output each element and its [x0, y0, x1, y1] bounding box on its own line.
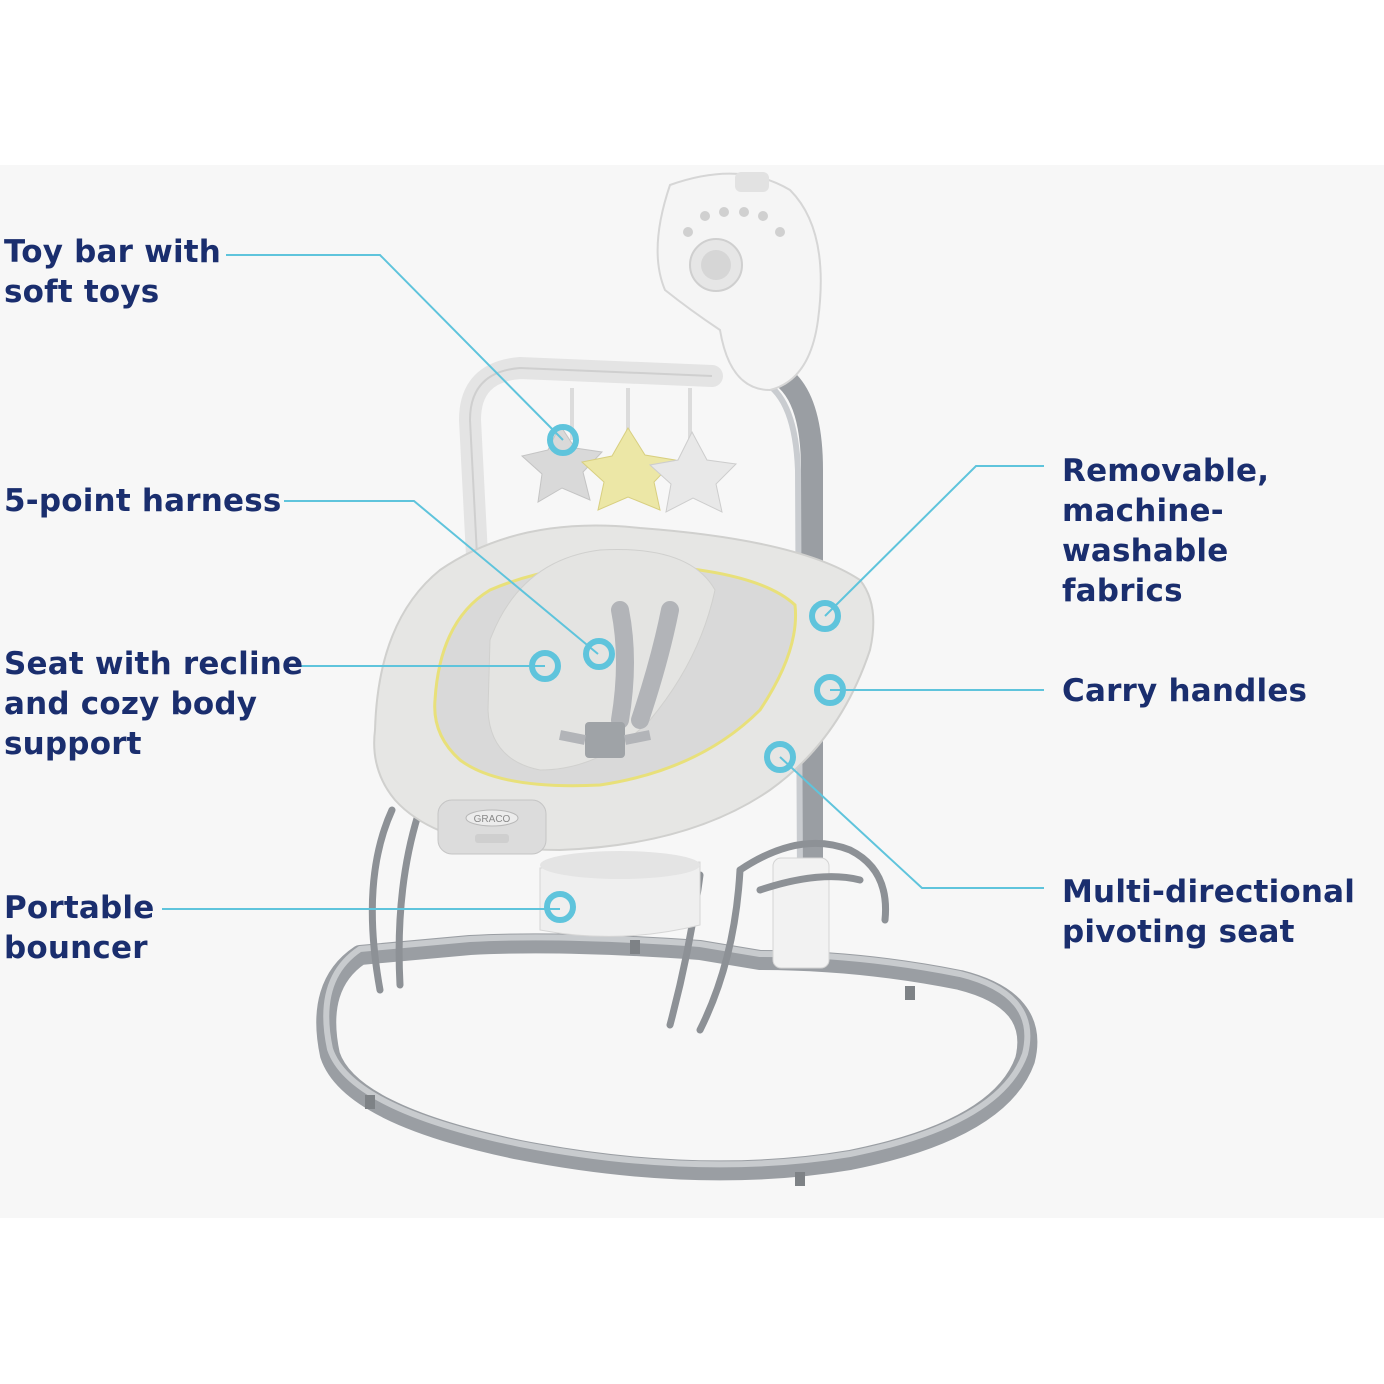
- label-pivot: Multi-directional pivoting seat: [1062, 874, 1356, 950]
- label-fabrics: Removable, machine-washable fabrics: [1062, 453, 1270, 609]
- label-handles: Carry handles: [1062, 673, 1308, 709]
- marker-seat: [529, 650, 561, 682]
- label-harness: 5-point harness: [4, 483, 282, 519]
- callout-markers: [529, 424, 846, 923]
- marker-harness: [583, 638, 615, 670]
- marker-toy-bar: [547, 424, 579, 456]
- label-toy-bar: Toy bar with soft toys: [4, 234, 222, 310]
- soft-toys: [520, 423, 738, 513]
- toy-bar: [458, 356, 723, 586]
- marker-pivot: [764, 741, 796, 773]
- brand-badge-text: GRACO: [474, 814, 511, 825]
- bouncer-legs: [368, 806, 890, 1034]
- label-seat: Seat with recline and cozy body support: [4, 646, 304, 762]
- label-bouncer: Portable bouncer: [4, 890, 155, 966]
- seat-shell: [373, 524, 875, 855]
- bouncer-base: [539, 851, 701, 937]
- marker-fabrics: [809, 600, 841, 632]
- marker-bouncer: [544, 891, 576, 923]
- base-frame: [316, 933, 1038, 1186]
- motor-control-head: [656, 172, 822, 392]
- marker-handles: [814, 674, 846, 706]
- callout-lines: [162, 254, 1044, 910]
